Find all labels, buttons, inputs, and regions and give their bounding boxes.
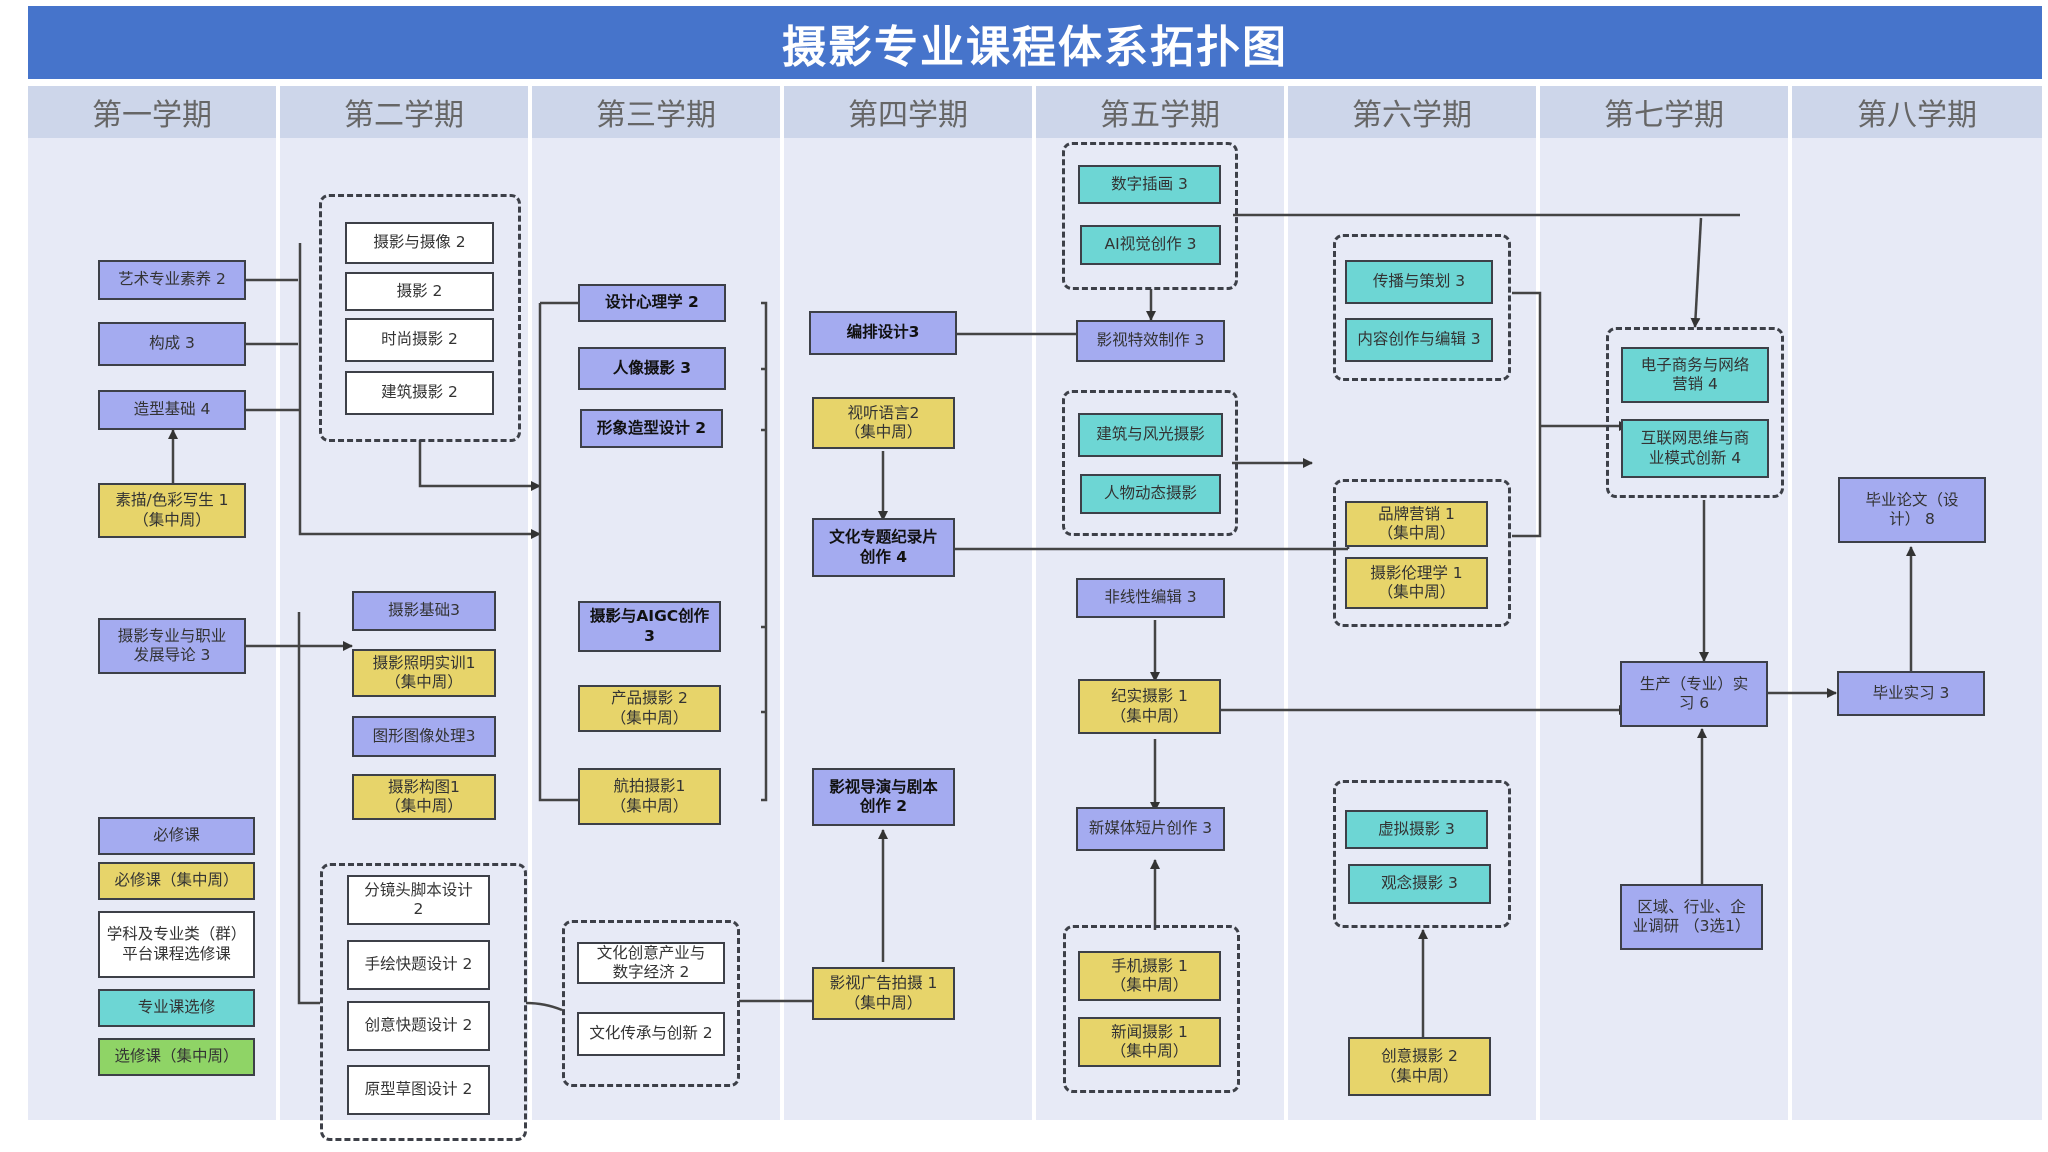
course-ai-visual[interactable]: AI视觉创作 3 <box>1080 225 1221 265</box>
course-design-psychology[interactable]: 设计心理学 2 <box>578 284 726 322</box>
course-arch-photo[interactable]: 建筑摄影 2 <box>345 371 494 415</box>
semester-column-4: 第四学期 <box>784 86 1032 1120</box>
elective-group-s6-middle <box>1333 479 1511 627</box>
elective-group-s5-middle <box>1062 390 1238 536</box>
semester-header: 第七学期 <box>1540 86 1788 138</box>
course-landscape-photo[interactable]: 建筑与风光摄影 <box>1078 413 1223 457</box>
course-lighting-training[interactable]: 摄影照明实训1 （集中周） <box>352 649 496 697</box>
course-composition[interactable]: 构成 3 <box>98 322 246 366</box>
semester-header: 第四学期 <box>784 86 1032 138</box>
semester-header: 第五学期 <box>1036 86 1284 138</box>
course-comm-planning[interactable]: 传播与策划 3 <box>1345 260 1493 304</box>
semester-column-8: 第八学期 <box>1792 86 2042 1120</box>
elective-group-s6-bottom <box>1333 780 1511 928</box>
course-graphics-processing[interactable]: 图形图像处理3 <box>352 716 496 757</box>
elective-group-s3 <box>562 920 740 1087</box>
course-hand-drawn-design[interactable]: 手绘快题设计 2 <box>347 940 490 990</box>
course-creative-quick-design[interactable]: 创意快题设计 2 <box>347 1001 490 1051</box>
course-ad-shooting[interactable]: 影视广告拍摄 1 （集中周） <box>812 967 955 1020</box>
course-directing-screenwriting[interactable]: 影视导演与剧本 创作 2 <box>812 768 955 826</box>
course-aerial-photo[interactable]: 航拍摄影1 （集中周） <box>578 768 721 825</box>
course-photography[interactable]: 摄影 2 <box>345 272 494 311</box>
course-storyboard[interactable]: 分镜头脚本设计 2 <box>347 875 490 925</box>
semester-header: 第六学期 <box>1288 86 1536 138</box>
course-modeling-basics[interactable]: 造型基础 4 <box>98 390 246 430</box>
course-sketch-color[interactable]: 素描/色彩写生 1 （集中周） <box>98 483 246 538</box>
course-graduation-thesis[interactable]: 毕业论文（设 计） 8 <box>1838 477 1986 543</box>
course-intro-career[interactable]: 摄影专业与职业 发展导论 3 <box>98 618 246 674</box>
course-portrait-photo[interactable]: 人像摄影 3 <box>578 347 726 390</box>
semester-header: 第八学期 <box>1792 86 2042 138</box>
elective-group-s2-top <box>319 194 521 442</box>
legend-elective-intensive: 选修课（集中周） <box>98 1038 255 1076</box>
course-nonlinear-editing[interactable]: 非线性编辑 3 <box>1076 578 1225 618</box>
course-product-photo[interactable]: 产品摄影 2 （集中周） <box>578 685 721 732</box>
legend-required: 必修课 <box>98 817 255 855</box>
elective-group-s5-bottom <box>1063 925 1240 1093</box>
course-documentary-film[interactable]: 文化专题纪录片 创作 4 <box>812 518 955 577</box>
course-production-internship[interactable]: 生产（专业）实 习 6 <box>1620 661 1768 727</box>
elective-group-s2-bottom <box>320 863 527 1141</box>
course-cultural-heritage[interactable]: 文化传承与创新 2 <box>577 1012 725 1056</box>
course-internet-business[interactable]: 互联网思维与商 业模式创新 4 <box>1621 419 1769 478</box>
semester-header: 第二学期 <box>280 86 528 138</box>
course-concept-photo[interactable]: 观念摄影 3 <box>1348 864 1491 904</box>
legend-platform-elective: 学科及专业类（群）平台课程选修课 <box>98 911 255 978</box>
course-digital-illustration[interactable]: 数字插画 3 <box>1078 165 1221 204</box>
course-prototype-sketch[interactable]: 原型草图设计 2 <box>347 1065 490 1115</box>
course-content-editing[interactable]: 内容创作与编辑 3 <box>1345 318 1493 362</box>
semester-header: 第一学期 <box>28 86 276 138</box>
course-brand-marketing[interactable]: 品牌营销 1 （集中周） <box>1345 501 1488 547</box>
elective-group-s7 <box>1606 327 1784 498</box>
course-photo-framing[interactable]: 摄影构图1 （集中周） <box>352 774 496 820</box>
course-photo-ethics[interactable]: 摄影伦理学 1 （集中周） <box>1345 557 1488 609</box>
course-fashion-photo[interactable]: 时尚摄影 2 <box>345 318 494 362</box>
course-image-styling[interactable]: 形象造型设计 2 <box>580 409 723 448</box>
legend-required-intensive: 必修课（集中周） <box>98 862 255 900</box>
semester-header: 第三学期 <box>532 86 780 138</box>
legend-major-elective: 专业课选修 <box>98 989 255 1027</box>
course-audiovisual-language[interactable]: 视听语言2 （集中周） <box>812 397 955 449</box>
course-creative-photo[interactable]: 创意摄影 2 （集中周） <box>1348 1037 1491 1096</box>
course-layout-design[interactable]: 编排设计3 <box>809 311 957 355</box>
course-vfx[interactable]: 影视特效制作 3 <box>1076 320 1225 362</box>
course-news-photo[interactable]: 新闻摄影 1 （集中周） <box>1078 1017 1221 1067</box>
course-industry-research[interactable]: 区域、行业、企 业调研 （3选1） <box>1620 884 1763 950</box>
elective-group-s5-top <box>1062 142 1238 290</box>
course-short-film[interactable]: 新媒体短片创作 3 <box>1076 807 1225 851</box>
course-ecommerce[interactable]: 电子商务与网络 营销 4 <box>1621 347 1769 403</box>
page-title: 摄影专业课程体系拓扑图 <box>28 6 2042 79</box>
course-graduation-internship[interactable]: 毕业实习 3 <box>1837 671 1985 716</box>
course-photo-aigc[interactable]: 摄影与AIGC创作 3 <box>578 601 721 652</box>
course-cultural-industry[interactable]: 文化创意产业与 数字经济 2 <box>577 942 725 984</box>
elective-group-s6-top <box>1333 234 1511 381</box>
course-documentary-photo[interactable]: 纪实摄影 1 （集中周） <box>1078 679 1221 734</box>
course-photo-video[interactable]: 摄影与摄像 2 <box>345 222 494 264</box>
course-mobile-photo[interactable]: 手机摄影 1 （集中周） <box>1078 951 1221 1001</box>
course-art-literacy[interactable]: 艺术专业素养 2 <box>98 260 246 300</box>
course-photo-basics[interactable]: 摄影基础3 <box>352 591 496 631</box>
course-virtual-photo[interactable]: 虚拟摄影 3 <box>1345 810 1488 849</box>
course-motion-photo[interactable]: 人物动态摄影 <box>1080 474 1221 514</box>
semester-column-7: 第七学期 <box>1540 86 1788 1120</box>
